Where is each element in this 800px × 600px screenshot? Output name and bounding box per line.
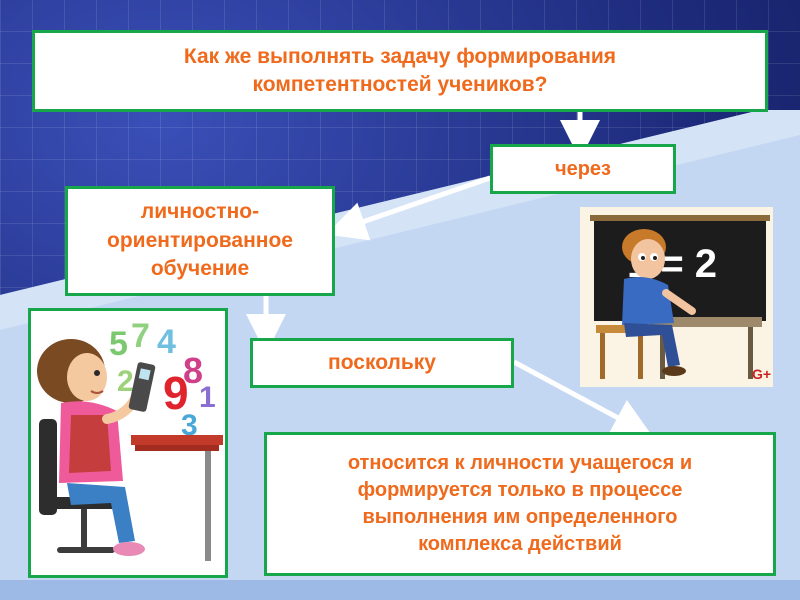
number-glyph: 4 — [157, 323, 176, 361]
poskolku-label: поскольку — [328, 350, 436, 374]
girl-calculator-drawing: 5 7 4 8 1 9 2 3 — [37, 317, 223, 561]
result-line-1: относится к личности учащегося и — [347, 452, 693, 474]
number-glyph: 2 — [117, 365, 134, 398]
logo-text: G+ — [752, 366, 771, 382]
number-glyph: 5 — [109, 325, 128, 363]
girl-calculator-illustration: 5 7 4 8 1 9 2 3 — [28, 308, 228, 578]
personal-learning-box: личностно- ориентированное обучение — [65, 186, 335, 296]
boy-blackboard-drawing: 1 = 2 G+ — [580, 207, 773, 387]
result-box: относится к личности учащегося и формиру… — [264, 432, 776, 576]
arrow-poskolku-to-result — [512, 359, 653, 437]
lichno-line-3: обучение — [150, 257, 250, 281]
cherez-label: через — [554, 157, 611, 180]
result-line-3: выполнения им определенного — [362, 506, 678, 528]
number-glyph: 7 — [131, 317, 150, 355]
result-line-4: комплекса действий — [418, 533, 622, 555]
title-line-2: компетентностей учеников? — [252, 73, 548, 96]
poskolku-box: поскольку — [250, 338, 514, 388]
lichno-line-1: личностно- — [140, 200, 260, 224]
number-glyph: 3 — [181, 409, 198, 442]
cherez-box: через — [490, 144, 676, 194]
arrow-cherez-to-lichno — [326, 175, 491, 241]
boy-blackboard-illustration: 1 = 2 G+ — [580, 207, 773, 387]
title-line-1: Как же выполнять задачу формирования — [183, 44, 617, 68]
number-glyph: 9 — [163, 367, 189, 419]
number-glyph: 1 — [199, 381, 216, 414]
result-line-2: формируется только в процессе — [357, 479, 683, 501]
number-glyph: 8 — [183, 350, 203, 391]
title-box: Как же выполнять задачу формирования ком… — [32, 30, 768, 112]
lichno-line-2: ориентированное — [107, 228, 293, 252]
